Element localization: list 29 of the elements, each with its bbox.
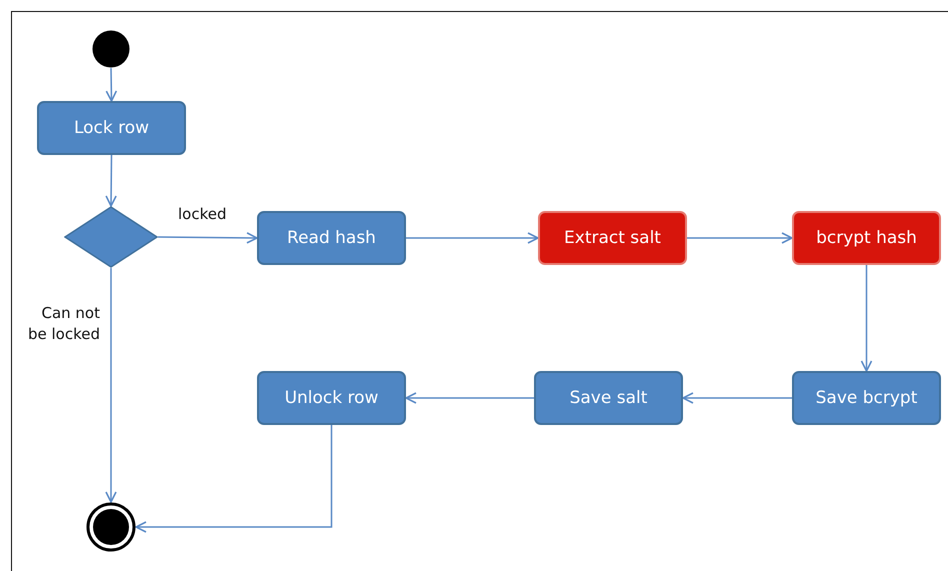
edge-label: Can not be locked (26, 303, 100, 345)
start-node (92, 30, 130, 68)
action-box (257, 211, 406, 265)
edge-label: locked (178, 204, 226, 225)
action-box (792, 371, 941, 425)
decision-diamond (64, 206, 158, 268)
action-box (257, 371, 406, 425)
arrow (158, 232, 258, 244)
arrow (105, 155, 117, 207)
arrow (105, 268, 117, 503)
arrow (106, 68, 118, 102)
action-box (37, 101, 186, 155)
arrow (860, 265, 872, 372)
action-label: Save bcrypt (816, 388, 918, 408)
action-box (538, 211, 687, 265)
arrow (682, 392, 792, 404)
arrow (135, 425, 332, 533)
action-label: bcrypt hash (816, 228, 917, 248)
arrow (687, 232, 793, 244)
action-label: Read hash (287, 228, 376, 248)
end-node (86, 502, 136, 552)
action-label: Save salt (570, 388, 648, 408)
action-label: Lock row (74, 118, 150, 138)
action-box (534, 371, 683, 425)
action-label: Extract salt (564, 228, 661, 248)
action-label: Unlock row (284, 388, 378, 408)
arrow (405, 392, 534, 404)
arrow (406, 232, 539, 244)
action-box (792, 211, 941, 265)
